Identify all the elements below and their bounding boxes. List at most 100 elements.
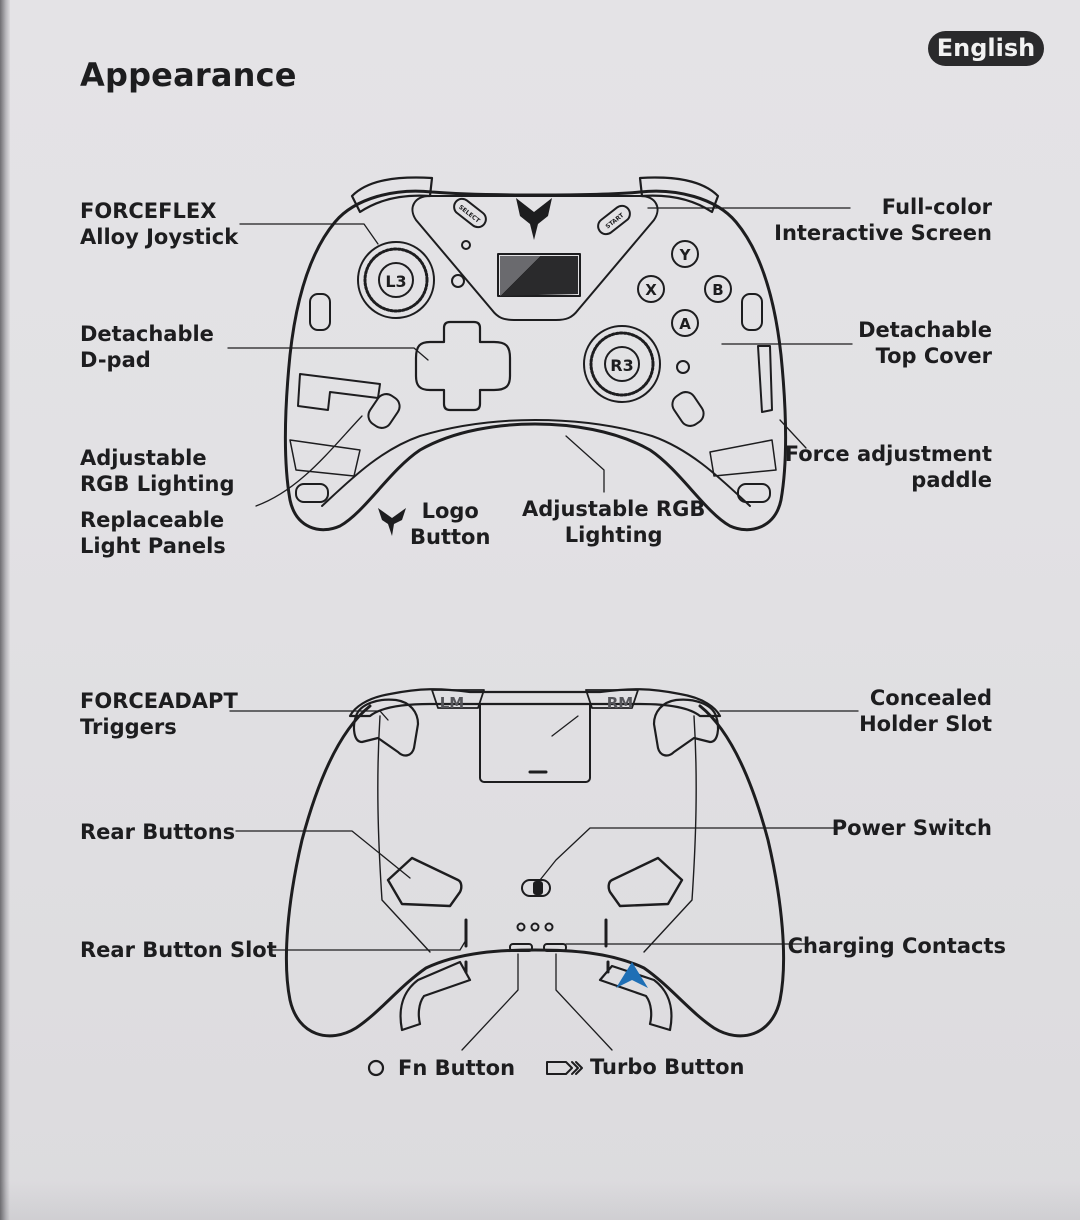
callout-rear-button-slot: Rear Button Slot (80, 938, 277, 962)
concealed-holder-slot (479, 703, 591, 783)
a-label: A (679, 315, 691, 333)
callout-power-switch: Power Switch (831, 816, 992, 840)
callout-rear-buttons: Rear Buttons (80, 820, 236, 844)
legend-turbo-button: Turbo Button (590, 1055, 745, 1079)
left-light-panel (289, 439, 361, 477)
right-light-panel (709, 439, 777, 477)
screen-fill (500, 256, 578, 296)
page-edge (0, 0, 10, 1220)
fn-legend-icon (367, 1059, 385, 1077)
b-label: B (712, 281, 723, 299)
power-switch (521, 879, 551, 897)
rear-controller (284, 688, 786, 1038)
front-grip-inner (321, 419, 751, 507)
logo-button-icon (378, 508, 406, 536)
callout-rgb-left-line1: Adjustable (80, 446, 207, 470)
r3-label: R3 (610, 356, 633, 375)
page-title: Appearance (80, 56, 297, 94)
y-button (671, 240, 699, 268)
callout-rgb-lighting-bottom: Adjustable RGB Lighting (522, 496, 705, 548)
b-button (704, 275, 732, 303)
front-logo-icon (516, 198, 552, 240)
page-shadow (0, 1180, 1080, 1220)
right-lower-grip-piece (598, 964, 673, 1032)
interactive-screen (497, 253, 581, 297)
callout-logo-button: Logo Button (410, 498, 490, 550)
left-stick-cap (378, 262, 414, 298)
callout-rgb-bottom-line2: Lighting (564, 523, 663, 547)
fn-button (509, 943, 533, 952)
legend-fn-button: Fn Button (398, 1056, 516, 1080)
right-stick-knurl (589, 331, 655, 397)
right-bumper (638, 176, 720, 214)
start-button (597, 204, 631, 236)
y-label: Y (679, 246, 692, 264)
callout-paddle-line2: paddle (911, 468, 992, 492)
callout-top-cover-line1: Detachable (858, 318, 992, 342)
x-button (637, 275, 665, 303)
right-rear-button (607, 856, 684, 908)
callout-charging-contacts: Charging Contacts (787, 934, 1006, 958)
callout-dpad-line1: Detachable (80, 322, 214, 346)
front-body-outline (283, 189, 788, 532)
callout-light-panels-line1: Replaceable (80, 508, 225, 532)
callout-triggers-line2: Triggers (80, 715, 177, 739)
left-rear-button (386, 856, 463, 908)
left-stick-knurl (363, 247, 429, 313)
l3-label: L3 (385, 272, 406, 291)
callout-logo-button-line2: Button (410, 525, 491, 549)
select-button (453, 197, 487, 229)
turbo-legend-icon (546, 1061, 583, 1075)
callout-joystick-line1: FORCEFLEX (80, 199, 217, 223)
callout-holder-slot: Concealed Holder Slot (859, 685, 992, 737)
callout-rgb-bottom-line1: Adjustable RGB (522, 497, 706, 521)
lm-label: LM (440, 694, 465, 712)
language-badge: English (928, 31, 1044, 66)
left-stick-ring (357, 241, 435, 319)
blue-arrow-marker (616, 962, 648, 988)
dpad (414, 320, 512, 412)
rear-top-bar (348, 688, 722, 718)
callout-holder-slot-line1: Concealed (869, 686, 992, 710)
front-controller-text: L3 R3 Y X B A SELECT START (385, 204, 723, 375)
right-stick-cap (604, 346, 640, 382)
callout-dpad: Detachable D-pad (80, 321, 214, 373)
turbo-button (543, 943, 567, 952)
rear-controller-text: LM RM (440, 694, 633, 712)
callout-screen: Full-color Interactive Screen (774, 194, 992, 246)
left-trigger (352, 698, 420, 757)
callout-triggers-line1: FORCEADAPT (80, 689, 238, 713)
callout-paddle: Force adjustment paddle (785, 441, 992, 493)
callout-light-panels-line2: Light Panels (80, 534, 226, 558)
rm-label: RM (607, 694, 633, 712)
callout-screen-line2: Interactive Screen (774, 221, 992, 245)
force-adjustment-paddle (757, 345, 773, 413)
callout-holder-slot-line2: Holder Slot (859, 712, 992, 736)
front-leader-lines (227, 207, 853, 507)
callout-top-cover: Detachable Top Cover (858, 317, 992, 369)
a-button (671, 309, 699, 337)
callout-light-panels: Replaceable Light Panels (80, 507, 226, 559)
left-bumper (350, 176, 434, 214)
rear-body-outline (284, 704, 786, 1038)
rm-tab (585, 689, 639, 709)
callout-rgb-left-line2: RGB Lighting (80, 472, 235, 496)
callout-top-cover-line2: Top Cover (875, 344, 992, 368)
callout-joystick: FORCEFLEX Alloy Joystick (80, 198, 238, 250)
left-lower-grip-piece (399, 960, 472, 1032)
callout-logo-button-line1: Logo (421, 499, 479, 523)
callout-dpad-line2: D-pad (80, 348, 151, 372)
callout-triggers: FORCEADAPT Triggers (80, 688, 238, 740)
callout-paddle-line1: Force adjustment (784, 442, 992, 466)
front-controller (283, 176, 788, 536)
callout-screen-line1: Full-color (881, 195, 992, 219)
rear-leader-lines (229, 710, 859, 1051)
left-paddle (297, 373, 381, 411)
lm-tab (431, 689, 485, 709)
callout-rgb-lighting-left: Adjustable RGB Lighting (80, 445, 235, 497)
right-stick-ring (583, 325, 661, 403)
x-label: X (645, 281, 657, 299)
right-trigger (652, 698, 720, 757)
callout-joystick-line2: Alloy Joystick (80, 225, 239, 249)
